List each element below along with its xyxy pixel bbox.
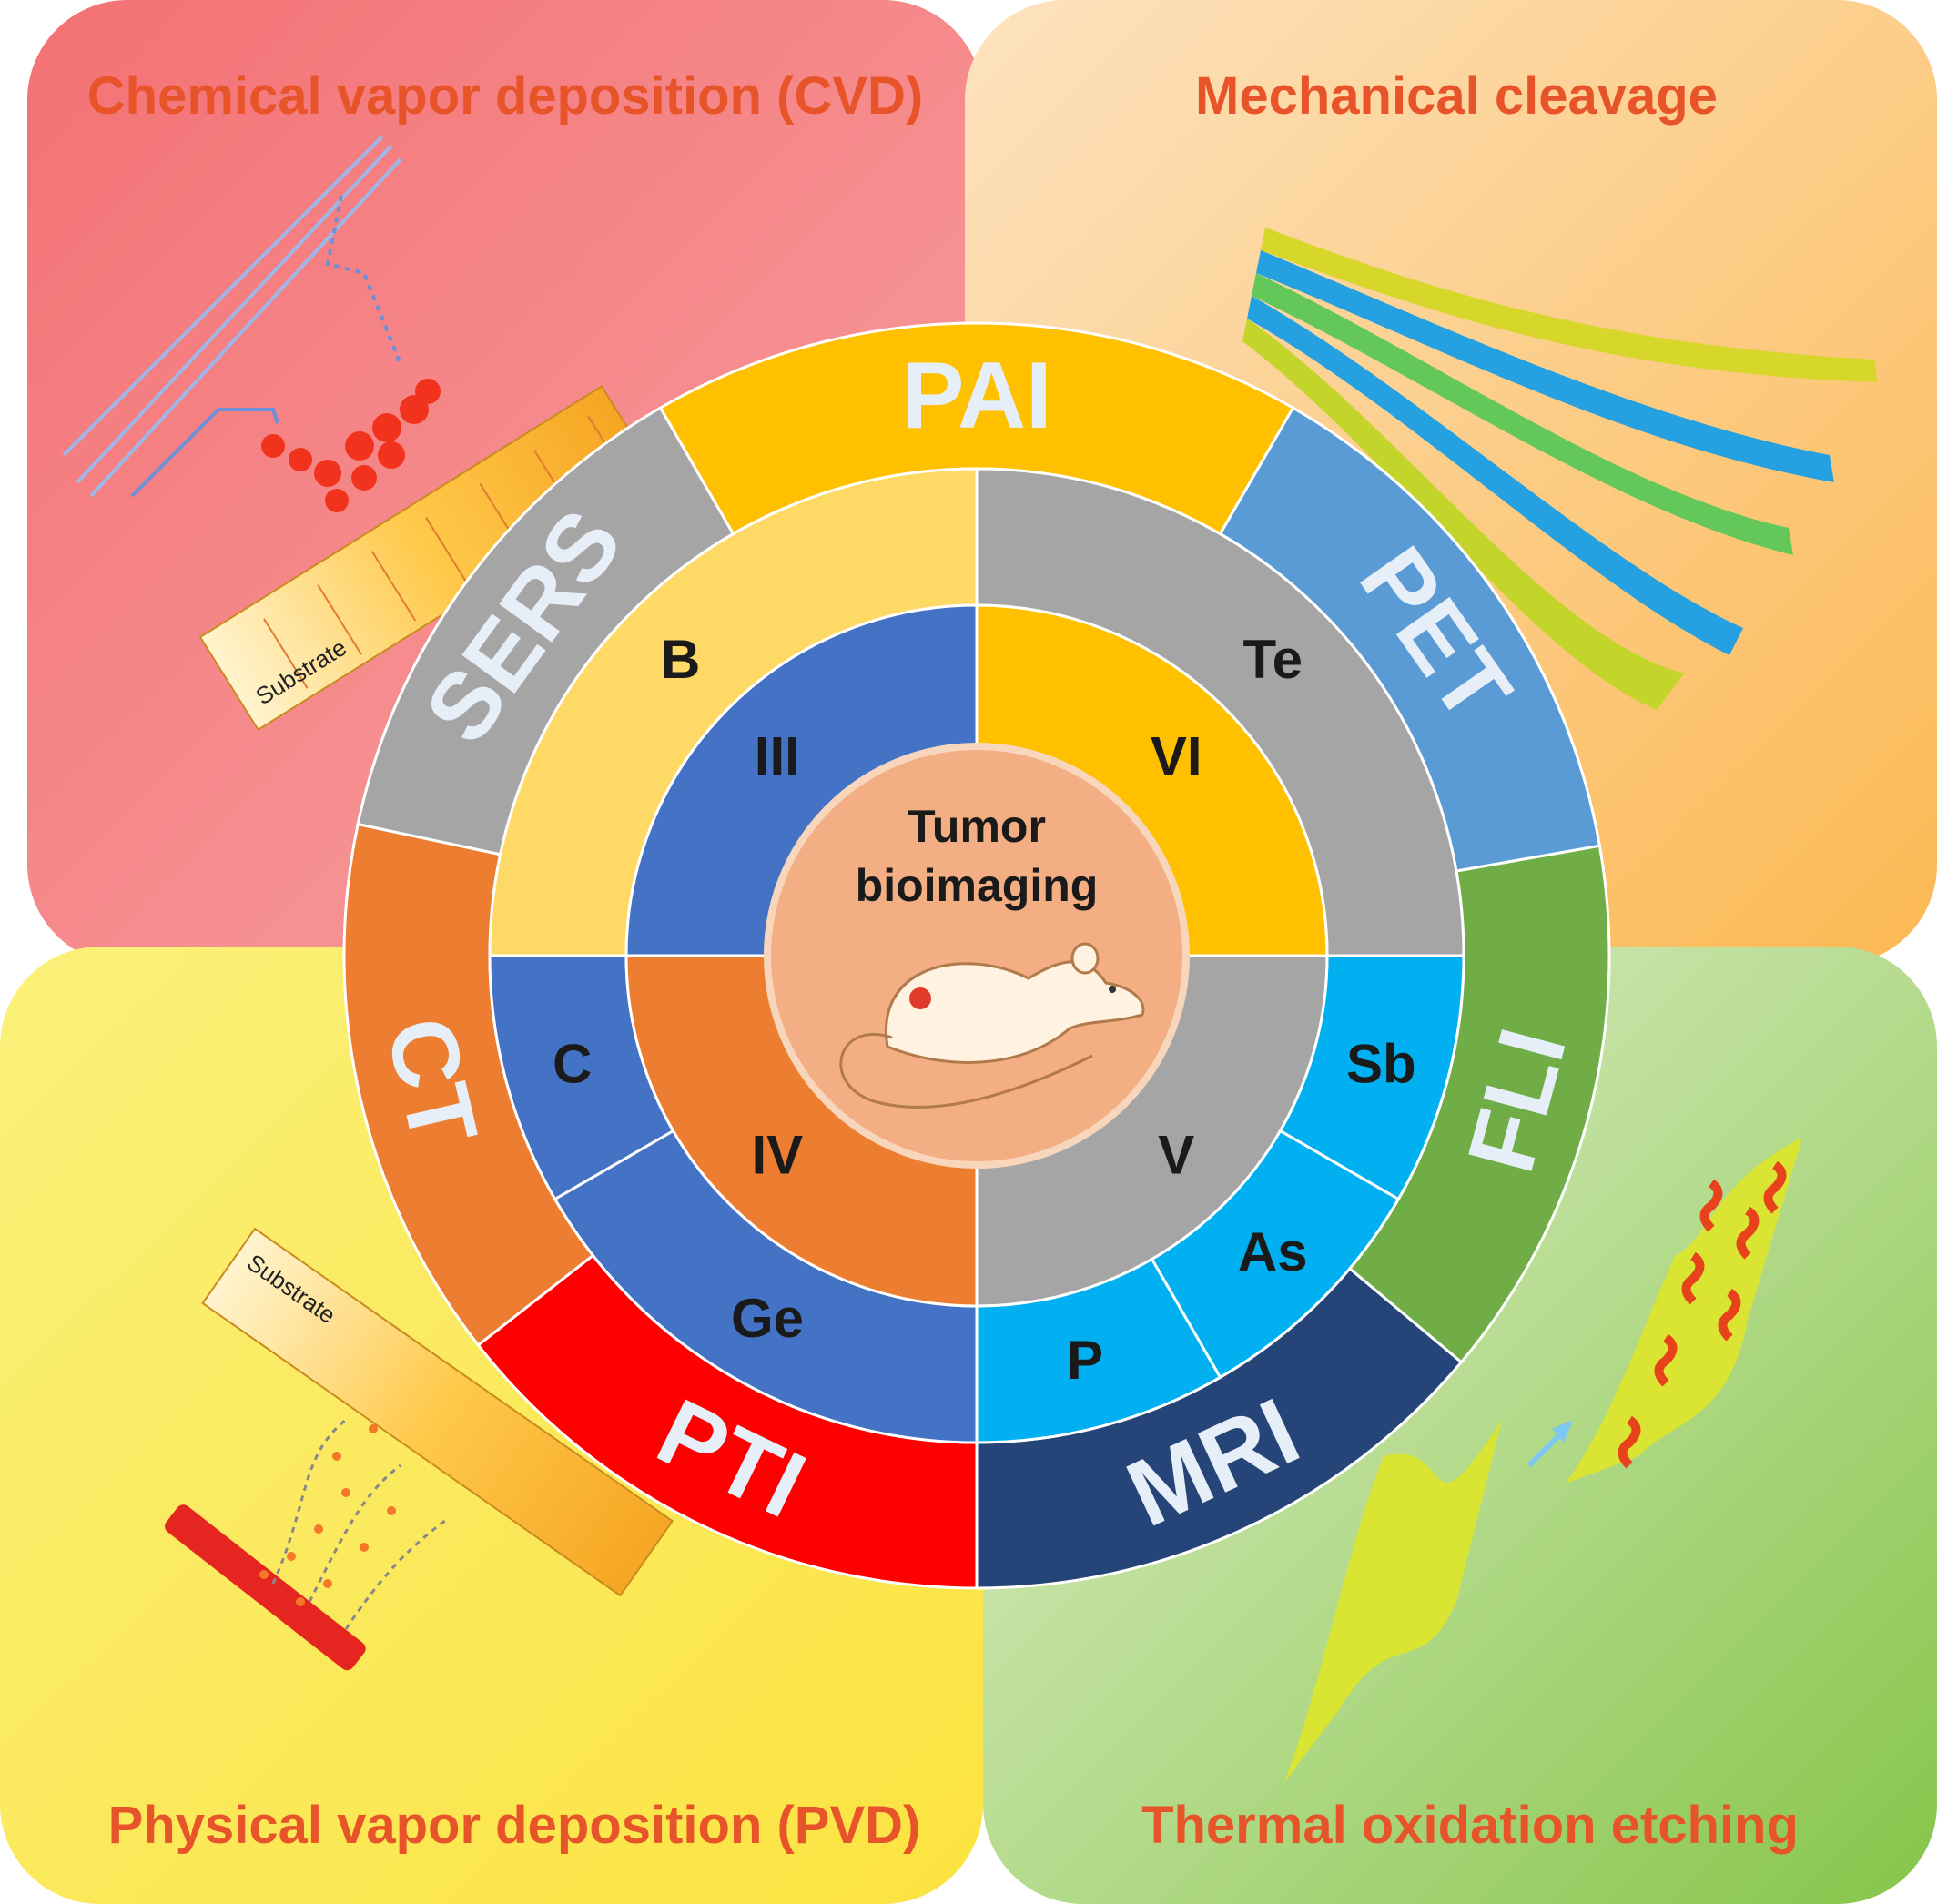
element-label-sb: Sb	[1346, 1034, 1416, 1095]
element-label-as: As	[1238, 1221, 1308, 1282]
pvd-title: Physical vapor deposition (PVD)	[108, 1796, 921, 1855]
group-label-iv: IV	[751, 1125, 803, 1186]
element-label-te: Te	[1242, 629, 1303, 690]
center-title-line1: Tumor	[908, 801, 1046, 852]
element-label-c: C	[553, 1034, 592, 1095]
cvd-title: Chemical vapor deposition (CVD)	[87, 66, 923, 126]
etching-illustration	[1283, 1138, 1802, 1784]
pvd-illustration: Substrate	[165, 1227, 674, 1671]
group-label-v: V	[1158, 1125, 1194, 1186]
group-label-iii: III	[755, 725, 800, 786]
element-label-p: P	[1067, 1330, 1103, 1391]
group-label-vi: VI	[1151, 725, 1202, 786]
thermal-oxidation-title: Thermal oxidation etching	[1141, 1796, 1799, 1855]
cleavage-illustration	[1242, 228, 1877, 710]
mechanical-cleavage-title: Mechanical cleavage	[1195, 66, 1718, 126]
mouse-icon	[839, 942, 1145, 1109]
element-label-ge: Ge	[731, 1288, 804, 1349]
center-title-line2: bioimaging	[856, 860, 1099, 911]
element-label-b: B	[661, 629, 700, 690]
outer-label-pai: PAI	[901, 343, 1052, 449]
